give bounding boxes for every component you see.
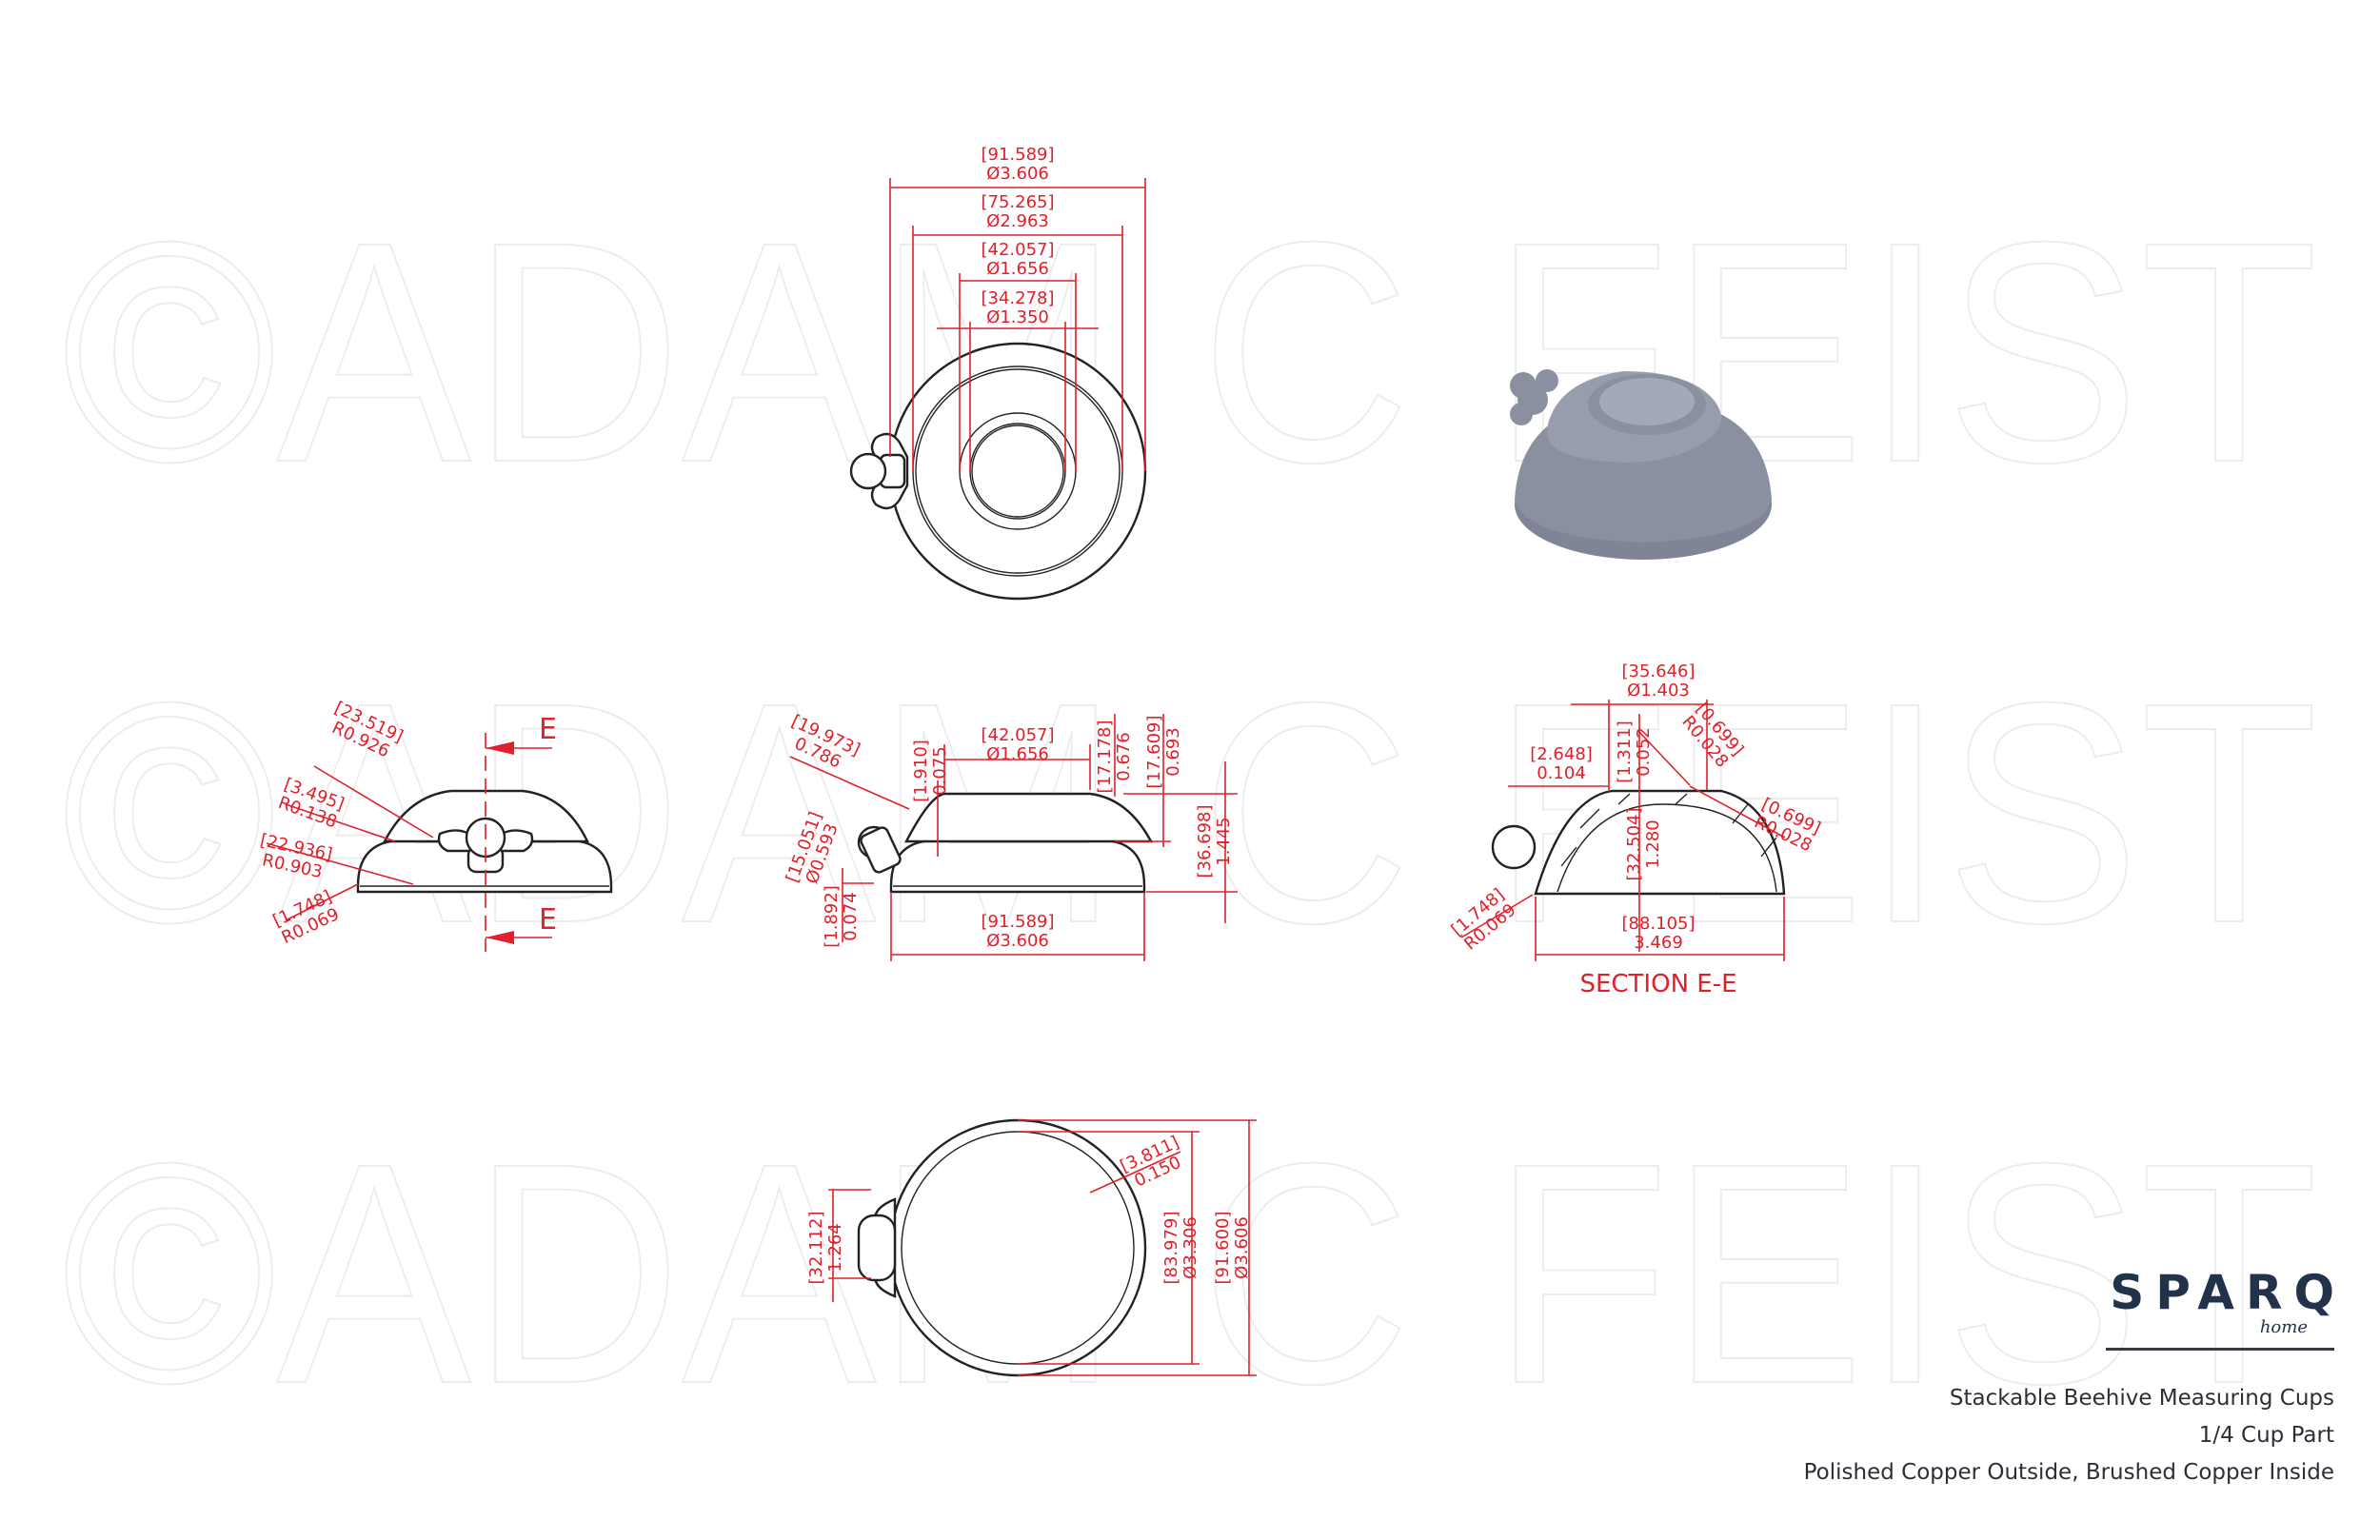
dimension-inch: Ø1.656 [986, 259, 1049, 279]
dimension-inch: 0.676 [1114, 732, 1134, 781]
section-marker-top: E [539, 713, 557, 746]
dimension-mm: [17.609] [1144, 715, 1164, 788]
dimension-label: [17.178]0.676 [1095, 720, 1134, 793]
watermark-row: ©ADAM C FEIST [62, 637, 2318, 988]
front-view [266, 733, 613, 952]
dimension-inch: 1.445 [1214, 817, 1234, 866]
knob-icon [849, 432, 909, 510]
dimension-inch: 1.264 [825, 1223, 845, 1273]
watermark: ©ADAM C FEIST ©ADAM C FEIST ©ADAM C FEIS… [61, 175, 2319, 1450]
dimension-label: [1.311]0.052 [1615, 721, 1654, 783]
dimension-mm: [88.105] [1621, 914, 1695, 934]
dimension-mm: [91.600] [1213, 1211, 1233, 1284]
dimension-label: [75.265]Ø2.963 [981, 192, 1054, 231]
dimension-inch: Ø2.963 [986, 211, 1049, 231]
dimension-label: [83.979]Ø3.306 [1161, 1211, 1200, 1284]
watermark-row: ©ADAM C FEIST [62, 176, 2318, 527]
product-name: Stackable Beehive Measuring Cups [1949, 1386, 2334, 1411]
dimension-inch: Ø3.606 [1232, 1216, 1252, 1279]
watermark-row: ©ADAM C FEIST [62, 1097, 2318, 1449]
sparq-logo: SPARQ home [2106, 1266, 2334, 1351]
dimension-mm: [32.112] [806, 1211, 826, 1284]
dimension-label: [91.589]Ø3.606 [981, 912, 1054, 951]
dimension-mm: [35.646] [1621, 661, 1695, 681]
section-title: SECTION E-E [1579, 970, 1736, 998]
dimension-label: [42.057]Ø1.656 [981, 240, 1054, 279]
isometric-render [1510, 369, 1772, 560]
dimension-inch: Ø1.656 [986, 744, 1049, 764]
dimension-mm: [32.504] [1624, 807, 1644, 880]
dimension-label: [32.112]1.264 [806, 1211, 845, 1284]
dimension-mm: [91.589] [981, 912, 1054, 932]
logo-sub: home [2259, 1317, 2308, 1337]
dimension-label: [2.648]0.104 [1530, 744, 1593, 783]
dimension-mm: [34.278] [981, 288, 1054, 308]
dimension-mm: [75.265] [981, 192, 1054, 212]
dimension-inch: 0.104 [1537, 763, 1586, 783]
dimension-inch: 0.052 [1634, 727, 1654, 777]
dimension-lines [889, 178, 1146, 471]
dimension-label: [1.910]0.075 [911, 740, 950, 802]
dimension-mm: [42.057] [981, 240, 1054, 260]
dimension-label: [35.646]Ø1.403 [1621, 661, 1695, 701]
wing-knob-icon [437, 817, 534, 874]
dimension-label: [17.609]0.693 [1144, 715, 1183, 788]
dimension-inch: Ø1.403 [1627, 681, 1690, 701]
dimension-inch: 0.075 [930, 746, 950, 796]
dimension-mm: [36.698] [1195, 804, 1215, 878]
part-name: 1/4 Cup Part [2198, 1423, 2334, 1448]
finish-description: Polished Copper Outside, Brushed Copper … [1803, 1460, 2334, 1485]
dimension-label: [42.057]Ø1.656 [981, 725, 1054, 764]
dimension-mm: [2.648] [1530, 744, 1593, 764]
dimension-inch: 0.693 [1163, 727, 1183, 777]
top-view [849, 178, 1147, 601]
dimension-inch: 1.280 [1643, 819, 1663, 869]
knob-icon [857, 825, 902, 874]
dimension-inch: Ø3.606 [986, 164, 1049, 184]
title-block: Stackable Beehive Measuring Cups 1/4 Cup… [1804, 1380, 2334, 1491]
dimension-inch: Ø3.606 [986, 931, 1049, 951]
dimension-mm: [83.979] [1161, 1211, 1181, 1284]
dimension-mm: [1.311] [1615, 721, 1635, 783]
section-marker-bottom: E [539, 903, 557, 937]
dimension-label: [91.600]Ø3.606 [1213, 1211, 1252, 1284]
dimension-inch: Ø1.350 [986, 307, 1049, 327]
side-view [789, 714, 1238, 961]
dimension-mm: [17.178] [1095, 720, 1115, 793]
dimension-inch: 3.469 [1634, 933, 1683, 953]
dimension-label: [34.278]Ø1.350 [981, 288, 1054, 327]
logo-brand: SPARQ [2110, 1265, 2346, 1320]
dimension-inch: 0.074 [841, 892, 861, 941]
dimension-mm: [1.892] [822, 885, 842, 948]
logo-divider [2106, 1348, 2334, 1351]
dimension-label: [1.892]0.074 [822, 885, 861, 948]
dimension-mm: [91.589] [981, 145, 1054, 165]
dimension-inch: Ø3.306 [1180, 1216, 1200, 1279]
dimension-label: [32.504]1.280 [1624, 807, 1663, 880]
section-view [1460, 700, 1786, 961]
dimension-mm: [42.057] [981, 725, 1054, 745]
bottom-view [828, 1118, 1257, 1377]
dimension-label: [36.698]1.445 [1195, 804, 1234, 878]
knob-icon [857, 1197, 897, 1298]
dimension-label: [91.589]Ø3.606 [981, 145, 1054, 184]
dimension-label: [88.105]3.469 [1621, 914, 1695, 953]
dimension-mm: [1.910] [911, 740, 931, 802]
